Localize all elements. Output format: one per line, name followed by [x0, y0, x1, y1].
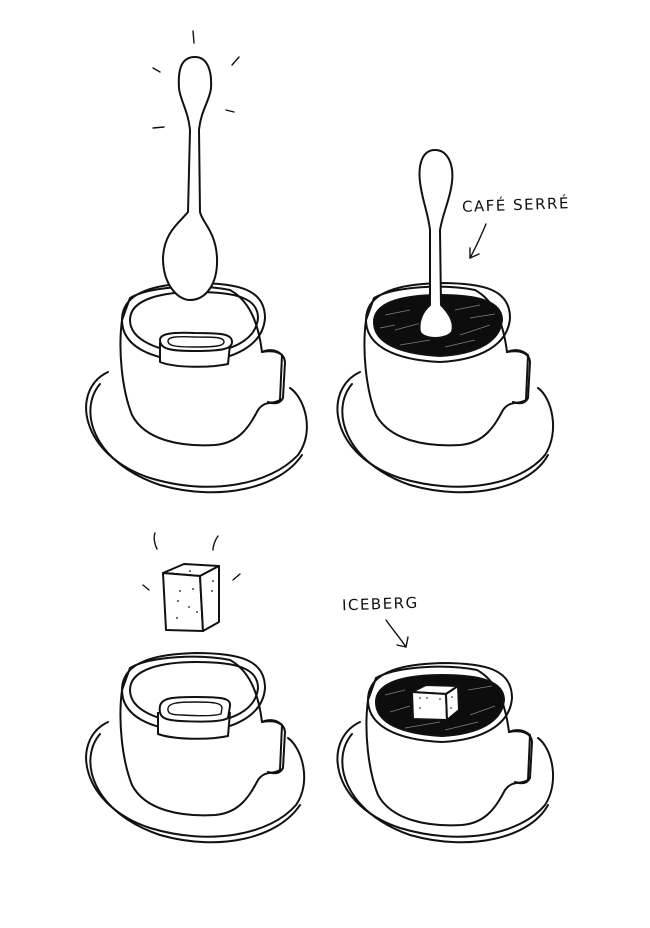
saucer: [85, 371, 308, 494]
sugar-cube-icon: [411, 684, 460, 721]
sugar-cube-icon: [162, 563, 220, 632]
panel-cafe-serre: [336, 149, 554, 494]
motion-lines: [142, 532, 241, 591]
arrow-cafe-serre: [469, 223, 487, 259]
cup-rim: [121, 652, 266, 733]
label-iceberg: ICEBERG: [341, 593, 419, 615]
label-cafe-serre: CAFÉ SERRÉ: [461, 194, 571, 216]
panel-iceberg: [336, 662, 554, 844]
saucer: [85, 721, 306, 844]
cup-handle: [508, 730, 533, 785]
spoon-icon: [162, 56, 219, 301]
cup-rim: [367, 662, 513, 743]
spoon-icon: [418, 149, 454, 339]
cup-rim: [121, 282, 266, 363]
panel-sugar-cube-dropping: [85, 532, 306, 844]
panel-spoon-dropping: [85, 30, 308, 494]
saucer: [336, 371, 554, 494]
cup-rim: [365, 282, 511, 363]
cup-handle: [506, 350, 531, 405]
arrow-iceberg: [385, 619, 409, 648]
cup-handle: [261, 350, 286, 405]
cup-handle: [261, 720, 286, 775]
saucer: [336, 721, 554, 844]
motion-lines: [152, 30, 240, 129]
